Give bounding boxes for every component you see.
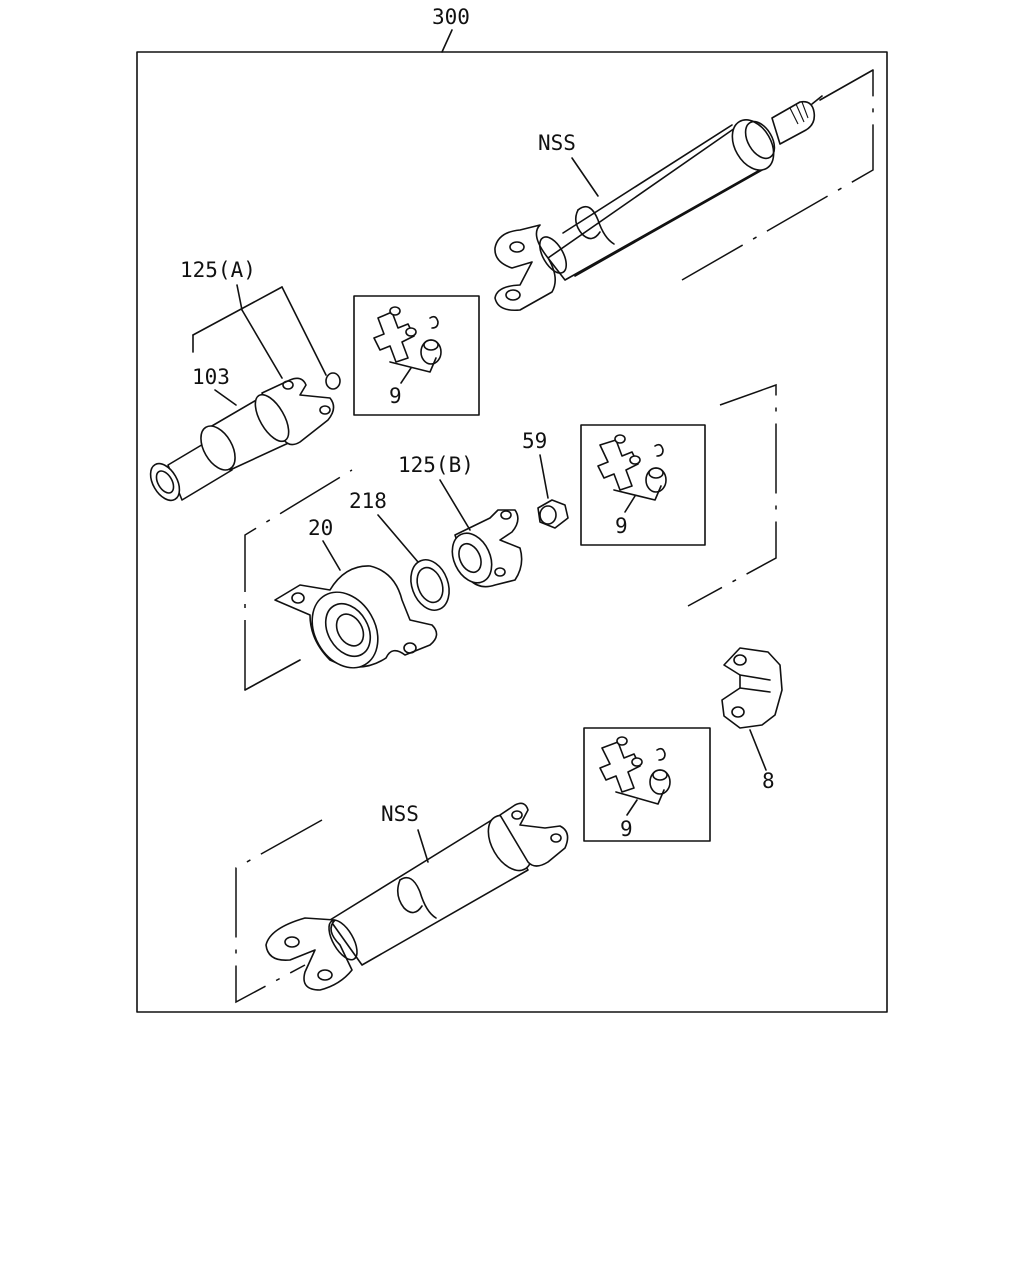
slip-yoke-a — [149, 372, 341, 502]
callout-59: 59 — [522, 429, 549, 499]
universal-joint-kit-bottom: 9 — [583, 727, 711, 842]
callout-nss-bottom: NSS — [381, 802, 429, 863]
callout-300: 300 — [432, 5, 470, 53]
svg-text:NSS: NSS — [381, 802, 419, 826]
svg-text:9: 9 — [389, 384, 402, 408]
svg-text:59: 59 — [522, 429, 547, 453]
callout-125a: 125(A) — [180, 258, 327, 379]
svg-text:300: 300 — [432, 5, 470, 29]
svg-text:20: 20 — [308, 516, 333, 540]
callout-20: 20 — [308, 516, 341, 571]
callout-nss-top: NSS — [538, 131, 599, 197]
callout-125b: 125(B) — [398, 453, 474, 531]
svg-text:103: 103 — [192, 365, 230, 389]
svg-text:9: 9 — [620, 817, 633, 841]
companion-flange — [721, 647, 783, 729]
center-bearing — [274, 565, 438, 669]
callout-218: 218 — [349, 489, 419, 563]
callout-8: 8 — [749, 729, 775, 793]
yoke-b — [451, 509, 523, 588]
center-bearing-group — [244, 383, 777, 691]
flange-nut — [537, 499, 569, 529]
svg-text:9: 9 — [615, 514, 628, 538]
diagram-frame — [136, 51, 888, 1013]
svg-text:8: 8 — [762, 769, 775, 793]
svg-text:125(A): 125(A) — [180, 258, 256, 282]
propeller-shaft-front — [494, 69, 874, 312]
svg-text:218: 218 — [349, 489, 387, 513]
svg-text:125(B): 125(B) — [398, 453, 474, 477]
washer — [410, 559, 450, 611]
propeller-shaft-rear — [235, 802, 569, 1004]
universal-joint-kit-top: 9 — [353, 295, 480, 416]
svg-text:NSS: NSS — [538, 131, 576, 155]
callout-103: 103 — [192, 365, 237, 406]
universal-joint-kit-mid: 9 — [580, 424, 706, 546]
